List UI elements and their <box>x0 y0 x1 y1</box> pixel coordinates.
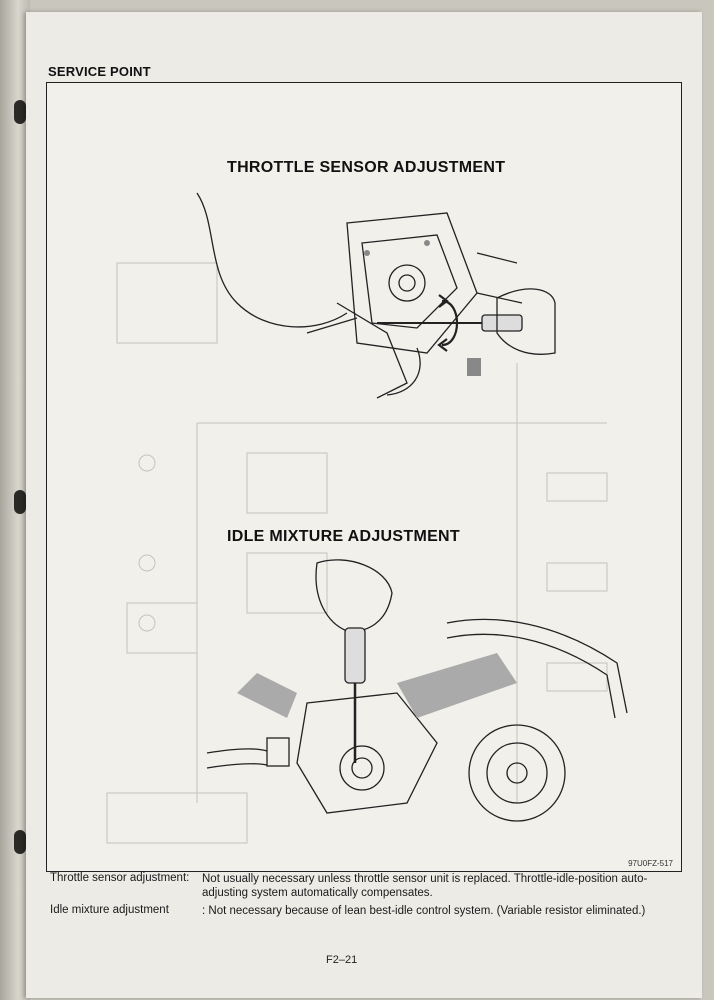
page-number: F2–21 <box>326 954 358 966</box>
idle-mixture-illustration <box>206 559 628 822</box>
illustration-frame: THROTTLE SENSOR ADJUSTMENT IDLE MIXTURE … <box>46 82 682 872</box>
figure-code: 97U0FZ-517 <box>628 859 673 868</box>
note-term: Throttle sensor adjustment: <box>50 872 190 884</box>
bleed-through-diagram <box>106 262 608 844</box>
idle-mixture-heading: IDLE MIXTURE ADJUSTMENT <box>227 528 460 545</box>
binder-hole <box>14 830 26 854</box>
notes-section: Throttle sensor adjustment: Not usually … <box>50 872 680 922</box>
binder-hole <box>14 490 26 514</box>
section-label: SERVICE POINT <box>48 64 151 79</box>
binder-hole <box>14 100 26 124</box>
note-description: : Not necessary because of lean best-idl… <box>202 905 646 917</box>
throttle-sensor-heading: THROTTLE SENSOR ADJUSTMENT <box>227 159 506 176</box>
throttle-sensor-illustration <box>196 192 556 399</box>
note-row: Idle mixture adjustment : Not necessary … <box>50 904 680 918</box>
note-term: Idle mixture adjustment <box>50 904 169 916</box>
note-description: Not usually necessary unless throttle se… <box>202 873 648 899</box>
manual-page: SERVICE POINT <box>26 12 702 998</box>
note-row: Throttle sensor adjustment: Not usually … <box>50 872 680 900</box>
